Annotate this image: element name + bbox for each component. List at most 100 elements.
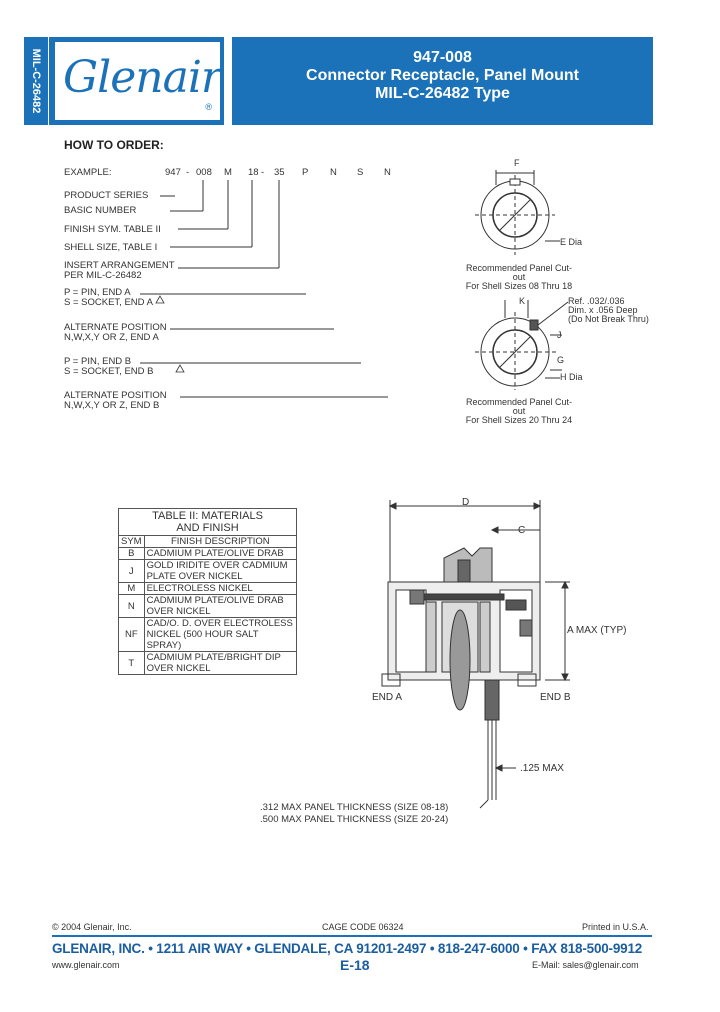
cutout1-caption: Recommended Panel Cut-out For Shell Size…: [464, 264, 574, 291]
panel-thickness-1: .312 MAX PANEL THICKNESS (SIZE 08-18): [260, 802, 449, 813]
row-desc-line: CADMIUM PLATE/BRIGHT DIP: [146, 652, 281, 663]
row-sym: T: [118, 651, 145, 675]
cutout2-label-g: G: [557, 355, 565, 365]
example-code-basic: 008: [196, 167, 212, 178]
example-code-dash-1: -: [186, 167, 190, 178]
field-insert-arrangement: INSERT ARRANGEMENT: [64, 260, 175, 271]
row-desc-line: CAD/O. D. OVER ELECTROLESS: [146, 618, 293, 629]
field-alt-position-a: ALTERNATE POSITION: [64, 322, 167, 333]
field-shell-size: SHELL SIZE, TABLE I: [64, 242, 158, 253]
end-b-label: END B: [540, 692, 571, 703]
table-title-2: AND FINISH: [176, 522, 239, 534]
footer-contact: GLENAIR, INC. • 1211 AIR WAY • GLENDALE,…: [52, 941, 643, 956]
field-basic-number: BASIC NUMBER: [64, 205, 137, 216]
panel-cutout-1: [475, 170, 560, 255]
printed-in: Printed in U.S.A.: [582, 922, 649, 932]
row-desc: CAD/O. D. OVER ELECTROLESS NICKEL (500 H…: [143, 617, 298, 652]
cutout2-label-k: K: [519, 296, 526, 306]
row-sym: M: [118, 582, 145, 595]
panel-thickness-2: .500 MAX PANEL THICKNESS (SIZE 20-24): [260, 814, 449, 825]
end-a-label: END A: [372, 692, 403, 703]
dim-c-label: C: [518, 525, 526, 536]
cutout2-note-2: Dim. x .056 Deep: [568, 305, 638, 315]
title-line-1: Connector Receptacle, Panel Mount: [306, 67, 579, 84]
title-block: 947-008 Connector Receptacle, Panel Moun…: [232, 37, 653, 125]
table-title-row: TABLE II: MATERIALS AND FINISH: [118, 508, 297, 536]
table-row: N CADMIUM PLATE/OLIVE DRAB OVER NICKEL: [118, 594, 298, 618]
website-link[interactable]: www.glenair.com: [52, 960, 120, 970]
field-pin-end-a: P = PIN, END A: [64, 287, 131, 298]
col-desc: FINISH DESCRIPTION: [143, 535, 298, 548]
dim-d-label: D: [462, 497, 470, 508]
col-sym: SYM: [118, 535, 145, 548]
example-code-finish: M: [224, 167, 232, 178]
title-line-2: MIL-C-26482 Type: [375, 85, 510, 102]
row-desc-line: GOLD IRIDITE OVER CADMIUM: [146, 560, 288, 571]
connector-section-drawing: [381, 500, 570, 809]
table-row: NF CAD/O. D. OVER ELECTROLESS NICKEL (50…: [118, 617, 298, 652]
field-insert-spec: PER MIL-C-26482: [64, 270, 142, 281]
cutout1-label-f: F: [514, 158, 520, 168]
cutout2-label-j: J: [557, 330, 562, 340]
row-desc: GOLD IRIDITE OVER CADMIUM PLATE OVER NIC…: [143, 559, 298, 583]
materials-finish-table: TABLE II: MATERIALS AND FINISH SYM FINIS…: [118, 508, 298, 675]
row-desc-line: PLATE OVER NICKEL: [146, 571, 243, 582]
field-alt-position-b: ALTERNATE POSITION: [64, 390, 167, 401]
example-code-alt-b: N: [384, 167, 391, 178]
logo: Glenair ®: [49, 37, 224, 125]
field-alt-values-b: N,W,X,Y OR Z, END B: [64, 400, 160, 411]
cutout2-caption: Recommended Panel Cut-out For Shell Size…: [464, 398, 574, 425]
row-desc-line: CADMIUM PLATE/OLIVE DRAB: [146, 595, 284, 606]
row-desc-line: OVER NICKEL: [146, 606, 211, 617]
order-leader-lines: [140, 180, 388, 398]
example-code-alt-a: N: [330, 167, 337, 178]
part-number: 947-008: [413, 49, 472, 66]
field-socket-end-b: S = SOCKET, END B: [64, 366, 154, 377]
logo-text: Glenair: [63, 52, 222, 103]
copyright: © 2004 Glenair, Inc.: [52, 922, 132, 932]
page-number: E-18: [340, 957, 370, 973]
row-desc-line: NICKEL (500 HOUR SALT SPRAY): [146, 629, 259, 651]
cutout2-note-3: (Do Not Break Thru): [568, 314, 649, 324]
example-code-end-a: P: [302, 167, 309, 178]
row-desc: CADMIUM PLATE/BRIGHT DIP OVER NICKEL: [143, 651, 298, 675]
example-code-dash-2: -: [261, 167, 265, 178]
table-row: J GOLD IRIDITE OVER CADMIUM PLATE OVER N…: [118, 559, 298, 583]
cutout1-caption-1: Recommended Panel Cut-out: [465, 263, 573, 282]
cutout2-notes: Ref. .032/.036 Dim. x .056 Deep (Do Not …: [568, 297, 649, 324]
example-code-insert: 35: [274, 167, 285, 178]
table-title-1: TABLE II: MATERIALS: [152, 510, 263, 522]
panel-cutout-2: [475, 300, 569, 390]
row-sym: B: [118, 547, 145, 560]
row-desc: ELECTROLESS NICKEL: [143, 582, 298, 595]
row-desc: CADMIUM PLATE/OLIVE DRAB: [143, 547, 298, 560]
row-sym: NF: [118, 617, 145, 652]
cutout2-caption-2: For Shell Sizes 20 Thru 24: [465, 415, 573, 425]
cage-code: CAGE CODE 06324: [322, 922, 404, 932]
logo-inner: Glenair ®: [54, 41, 222, 121]
row-desc-line: OVER NICKEL: [146, 663, 211, 674]
cutout2-note-1: Ref. .032/.036: [568, 296, 625, 306]
example-code-shell: 18: [248, 167, 259, 178]
row-desc-line: ELECTROLESS NICKEL: [146, 583, 253, 594]
row-sym: N: [118, 594, 145, 618]
side-tab: MIL-C-26482: [24, 37, 48, 125]
row-sym: J: [118, 559, 145, 583]
table-row: B CADMIUM PLATE/OLIVE DRAB: [118, 547, 298, 560]
field-finish-sym: FINISH SYM. TABLE II: [64, 224, 161, 235]
table-title: TABLE II: MATERIALS AND FINISH: [118, 508, 297, 536]
row-desc-line: CADMIUM PLATE/OLIVE DRAB: [146, 548, 284, 559]
example-label: EXAMPLE:: [64, 167, 112, 178]
how-to-order-heading: HOW TO ORDER:: [64, 138, 164, 152]
example-code-end-b: S: [357, 167, 364, 178]
cutout2-caption-1: Recommended Panel Cut-out: [465, 397, 573, 416]
cutout1-caption-2: For Shell Sizes 08 Thru 18: [465, 281, 573, 291]
field-product-series: PRODUCT SERIES: [64, 190, 149, 201]
example-code-series: 947: [165, 167, 181, 178]
table-header-row: SYM FINISH DESCRIPTION: [118, 535, 298, 548]
row-desc: CADMIUM PLATE/OLIVE DRAB OVER NICKEL: [143, 594, 298, 618]
logo-registered-mark: ®: [205, 102, 212, 112]
field-socket-end-a: S = SOCKET, END A: [64, 297, 153, 308]
email-link[interactable]: E-Mail: sales@glenair.com: [532, 960, 639, 970]
field-alt-values-a: N,W,X,Y OR Z, END A: [64, 332, 159, 343]
